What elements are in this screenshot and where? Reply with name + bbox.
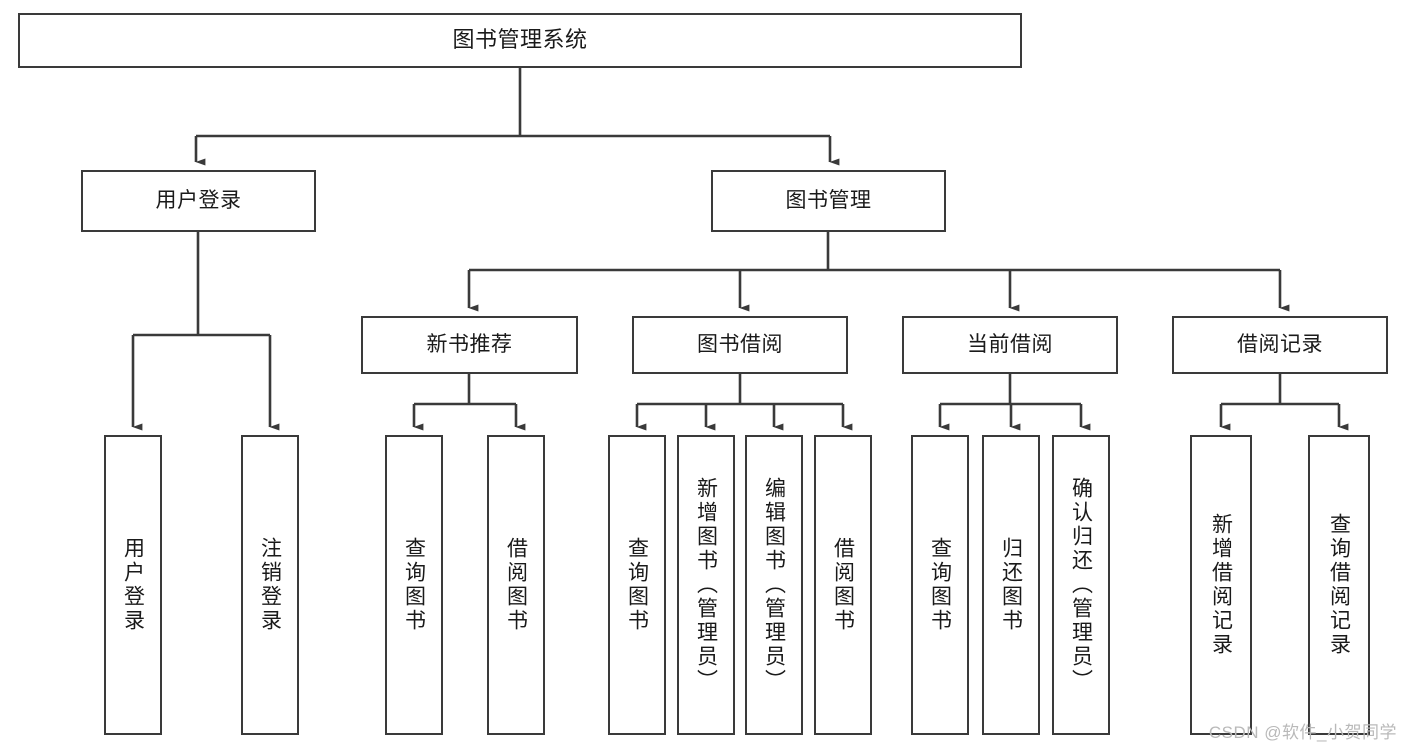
node-leaf-query-book-rec[interactable]: 查询图书 [385,435,443,735]
node-leaf-add-borrow-record-label: 新增借阅记录 [1209,513,1233,657]
node-leaf-user-logout-label: 注销登录 [258,537,282,633]
node-user-login[interactable]: 用户登录 [81,170,316,232]
node-root-label: 图书管理系统 [452,27,588,53]
node-leaf-borrow-book-rec-label: 借阅图书 [504,537,528,633]
node-book-manage[interactable]: 图书管理 [711,170,946,232]
node-borrow-record-label: 借阅记录 [1237,333,1323,357]
node-leaf-borrow-book-brw-label: 借阅图书 [831,537,855,633]
node-new-book-recommend-label: 新书推荐 [426,333,513,357]
node-leaf-query-book-brw-label: 查询图书 [625,537,649,633]
node-book-borrow[interactable]: 图书借阅 [632,316,848,374]
watermark: CSDN @软件_小贺同学 [1208,723,1397,742]
node-leaf-user-login[interactable]: 用户登录 [104,435,162,735]
node-leaf-edit-book-label: 编辑图书（管理员） [762,477,786,693]
node-user-login-label: 用户登录 [155,189,242,213]
node-root[interactable]: 图书管理系统 [18,13,1022,68]
node-leaf-user-logout[interactable]: 注销登录 [241,435,299,735]
node-leaf-confirm-return[interactable]: 确认归还（管理员） [1052,435,1110,735]
node-book-manage-label: 图书管理 [785,189,872,213]
node-book-borrow-label: 图书借阅 [697,333,783,357]
node-leaf-borrow-book-rec[interactable]: 借阅图书 [487,435,545,735]
node-leaf-edit-book[interactable]: 编辑图书（管理员） [745,435,803,735]
node-leaf-confirm-return-label: 确认归还（管理员） [1069,477,1093,693]
node-leaf-return-book[interactable]: 归还图书 [982,435,1040,735]
node-leaf-user-login-label: 用户登录 [121,537,145,633]
node-leaf-add-borrow-record[interactable]: 新增借阅记录 [1190,435,1252,735]
node-leaf-add-book[interactable]: 新增图书（管理员） [677,435,735,735]
node-leaf-query-borrow-record[interactable]: 查询借阅记录 [1308,435,1370,735]
node-leaf-return-book-label: 归还图书 [999,537,1023,633]
node-leaf-query-book-brw[interactable]: 查询图书 [608,435,666,735]
node-leaf-add-book-label: 新增图书（管理员） [694,477,718,693]
node-current-borrow[interactable]: 当前借阅 [902,316,1118,374]
node-leaf-borrow-book-brw[interactable]: 借阅图书 [814,435,872,735]
node-leaf-query-borrow-record-label: 查询借阅记录 [1327,513,1351,657]
node-new-book-recommend[interactable]: 新书推荐 [361,316,578,374]
node-leaf-query-book-cur[interactable]: 查询图书 [911,435,969,735]
node-leaf-query-book-rec-label: 查询图书 [402,537,426,633]
node-leaf-query-book-cur-label: 查询图书 [928,537,952,633]
node-current-borrow-label: 当前借阅 [967,333,1053,357]
node-borrow-record[interactable]: 借阅记录 [1172,316,1388,374]
